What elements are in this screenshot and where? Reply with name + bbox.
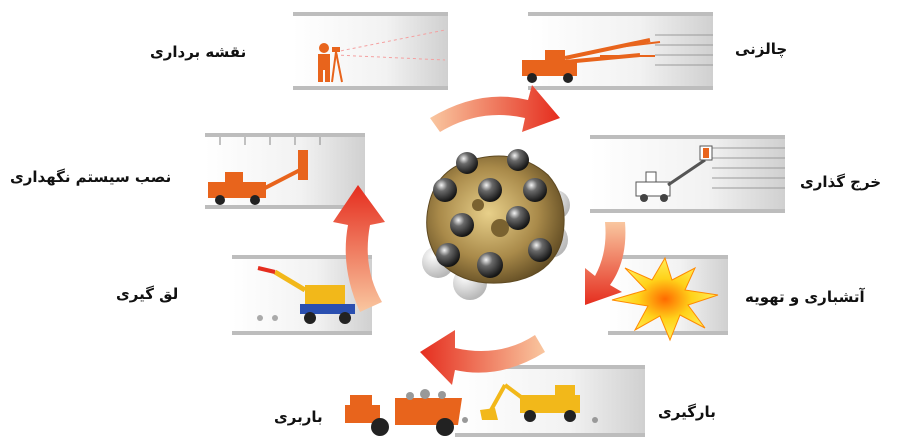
label-hauling: باربری [274, 408, 323, 426]
label-support: نصب سیستم نگهداری [10, 168, 172, 186]
tunnel-panel-surveying [293, 12, 448, 90]
drilling-jumbo-icon [522, 38, 661, 83]
cycle-arrow-bottom [420, 330, 545, 385]
scaler-machine-icon [257, 266, 355, 324]
label-charging: خرج گذاری [800, 173, 882, 191]
label-loading: بارگیری [658, 403, 716, 421]
label-scaling: لق گیری [116, 285, 179, 303]
explosion-icon [611, 256, 719, 342]
tunnel-panel-charging [590, 135, 785, 213]
surveyor-figure-icon [318, 43, 343, 83]
cycle-arrow-right [585, 222, 626, 305]
label-drilling: چالزنی [735, 40, 788, 58]
cycle-arrow-top [430, 85, 560, 132]
drill-bit-illustration [422, 149, 570, 300]
label-blasting: آتشباری و تهویه [745, 288, 865, 306]
cycle-arrow-left [333, 185, 385, 312]
haul-truck-icon [345, 389, 462, 436]
loader-icon [462, 383, 598, 423]
label-surveying: نقشه برداری [150, 43, 247, 61]
charging-platform-icon [635, 145, 713, 202]
bolter-rig-icon [208, 150, 308, 205]
